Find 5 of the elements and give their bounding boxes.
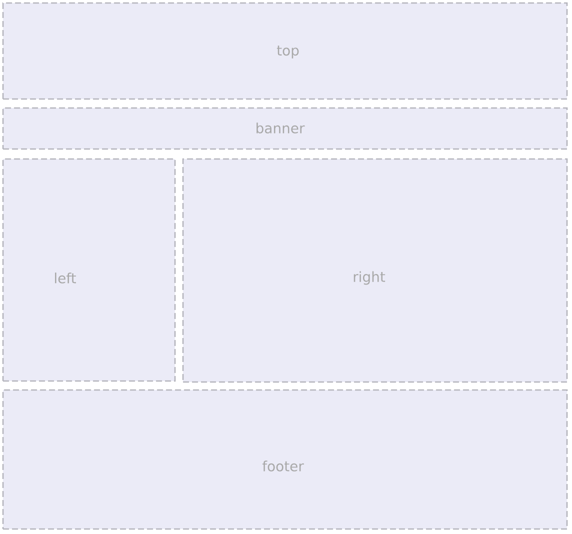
layout-box: footer: [2, 389, 568, 530]
layout-box: left: [2, 158, 176, 382]
layout-box: top: [2, 2, 568, 100]
layout-box: right: [182, 158, 568, 383]
layout-box: banner: [2, 107, 568, 150]
